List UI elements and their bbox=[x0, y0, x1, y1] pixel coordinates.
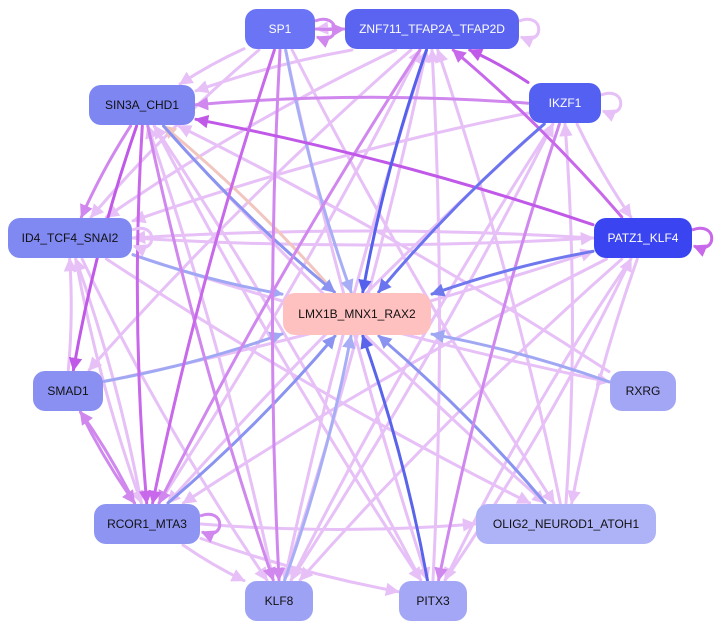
node-label: KLF8 bbox=[265, 594, 294, 608]
self-loop-znf711 bbox=[518, 17, 541, 48]
edge-patz1-to-lmx1b bbox=[430, 249, 595, 297]
node-box bbox=[245, 581, 313, 621]
edge-patz1-to-sin3a bbox=[194, 114, 595, 227]
edge-sin3a-to-pitx3 bbox=[152, 124, 423, 582]
edge-smad1-to-id4 bbox=[63, 257, 78, 372]
node-label: ZNF711_TFAP2A_TFAP2D bbox=[359, 22, 505, 36]
edge-patz1-to-id4 bbox=[131, 229, 595, 245]
node-box bbox=[594, 218, 692, 258]
node-box bbox=[245, 9, 315, 49]
edge-olig2-to-lmx1b bbox=[377, 334, 547, 505]
node-sin3a[interactable]: SIN3A_CHD1 bbox=[89, 85, 195, 125]
edge-ikzf1-to-lmx1b bbox=[377, 122, 546, 294]
self-loop-patz1 bbox=[691, 226, 714, 257]
node-smad1[interactable]: SMAD1 bbox=[33, 371, 103, 411]
node-layer: SP1 ZNF711_TFAP2A_TFAP2D SIN3A_CHD1 IKZF1ID… bbox=[8, 9, 692, 621]
node-label: PATZ1_KLF4 bbox=[608, 231, 679, 245]
edge-ikzf1-to-sin3a bbox=[194, 95, 530, 111]
edge-sp1-to-sin3a bbox=[178, 47, 246, 86]
edge-pitx3-to-znf711 bbox=[425, 48, 441, 582]
node-znf711[interactable]: ZNF711_TFAP2A_TFAP2D bbox=[345, 9, 519, 49]
node-label: LMX1B_MNX1_RAX2 bbox=[298, 307, 416, 321]
node-label: ID4_TCF4_SNAI2 bbox=[22, 231, 119, 245]
node-box bbox=[94, 504, 200, 544]
node-box bbox=[610, 371, 676, 411]
edge-id4-to-patz1 bbox=[131, 231, 595, 247]
edge-pitx3-to-sin3a bbox=[152, 124, 423, 582]
edge-klf8-to-sin3a bbox=[145, 124, 275, 582]
self-loop-rcor1 bbox=[199, 512, 222, 543]
self-loop-id4 bbox=[131, 226, 154, 257]
self-loop-ikzf1 bbox=[600, 91, 623, 122]
edge-sp1-to-rcor1 bbox=[148, 48, 276, 505]
node-label: SP1 bbox=[269, 22, 292, 36]
node-label: IKZF1 bbox=[549, 96, 582, 110]
node-box bbox=[8, 218, 132, 258]
node-box bbox=[33, 371, 103, 411]
edge-klf8-to-lmx1b bbox=[283, 334, 356, 582]
edge-patz1-to-rcor1 bbox=[181, 257, 609, 505]
edge-sp1-to-znf711 bbox=[314, 23, 346, 37]
node-lmx1b[interactable]: LMX1B_MNX1_RAX2 bbox=[283, 293, 431, 335]
edge-ikzf1-to-id4 bbox=[131, 111, 530, 224]
edge-ikzf1-to-znf711 bbox=[468, 48, 530, 84]
self-loop-sp1 bbox=[314, 17, 337, 48]
edge-znf711-to-id4 bbox=[104, 48, 398, 219]
edge-ikzf1-to-klf8 bbox=[289, 122, 555, 582]
edge-sp1-to-klf8 bbox=[271, 48, 286, 582]
edge-smad1-to-lmx1b bbox=[102, 331, 284, 383]
edge-ikzf1-to-patz1 bbox=[575, 122, 633, 219]
edge-pitx3-to-lmx1b bbox=[360, 334, 429, 582]
edge-patz1-to-klf8 bbox=[298, 257, 624, 582]
node-box bbox=[399, 581, 467, 621]
node-label: RCOR1_MTA3 bbox=[107, 517, 187, 531]
edge-olig2-to-ikzf1 bbox=[559, 122, 574, 505]
node-pitx3[interactable]: PITX3 bbox=[399, 581, 467, 621]
edge-patz1-to-znf711 bbox=[451, 48, 624, 219]
node-rxrg[interactable]: RXRG bbox=[610, 371, 676, 411]
node-klf8[interactable]: KLF8 bbox=[245, 581, 313, 621]
node-box bbox=[476, 504, 656, 544]
edge-ikzf1-to-pitx3 bbox=[434, 122, 561, 582]
node-ikzf1[interactable]: IKZF1 bbox=[529, 83, 601, 123]
edge-lmx1b-to-sin3a bbox=[162, 124, 336, 294]
node-label: RXRG bbox=[626, 384, 661, 398]
edge-rcor1-to-lmx1b bbox=[166, 334, 337, 505]
edge-rxrg-to-lmx1b bbox=[430, 329, 611, 384]
node-patz1[interactable]: PATZ1_KLF4 bbox=[594, 218, 692, 258]
edge-rcor1-to-znf711 bbox=[157, 48, 422, 505]
node-label: OLIG2_NEUROD1_ATOH1 bbox=[493, 517, 640, 531]
node-label: PITX3 bbox=[416, 594, 450, 608]
edge-znf711-to-sin3a bbox=[194, 48, 354, 94]
edge-sin3a-to-klf8 bbox=[146, 124, 276, 582]
edge-patz1-to-pitx3 bbox=[443, 257, 633, 582]
edge-rcor1-to-olig2 bbox=[199, 518, 477, 532]
edge-sin3a-to-id4 bbox=[79, 124, 133, 219]
edge-rcor1-to-smad1 bbox=[79, 410, 136, 505]
edge-sin3a-to-lmx1b bbox=[162, 124, 336, 294]
edge-znf711-to-lmx1b bbox=[358, 48, 428, 294]
edge-sp1-to-olig2 bbox=[290, 48, 556, 505]
node-olig2[interactable]: OLIG2_NEUROD1_ATOH1 bbox=[476, 504, 656, 544]
node-box bbox=[283, 293, 431, 335]
edge-sp1-to-lmx1b bbox=[284, 48, 354, 294]
edge-sin3a-to-rcor1 bbox=[135, 124, 153, 505]
edge-znf711-to-smad1 bbox=[87, 48, 413, 372]
node-box bbox=[529, 83, 601, 123]
edge-znf711-to-rcor1 bbox=[157, 48, 422, 505]
node-id4[interactable]: ID4_TCF4_SNAI2 bbox=[8, 218, 132, 258]
edge-klf8-to-ikzf1 bbox=[289, 122, 555, 582]
node-label: SMAD1 bbox=[47, 384, 89, 398]
node-rcor1[interactable]: RCOR1_MTA3 bbox=[94, 504, 200, 544]
node-sp1[interactable]: SP1 bbox=[245, 9, 315, 49]
edge-olig2-to-znf711 bbox=[435, 48, 562, 505]
node-box bbox=[345, 9, 519, 49]
node-label: SIN3A_CHD1 bbox=[105, 98, 179, 112]
edge-rcor1-to-klf8 bbox=[181, 543, 246, 583]
node-box bbox=[89, 85, 195, 125]
